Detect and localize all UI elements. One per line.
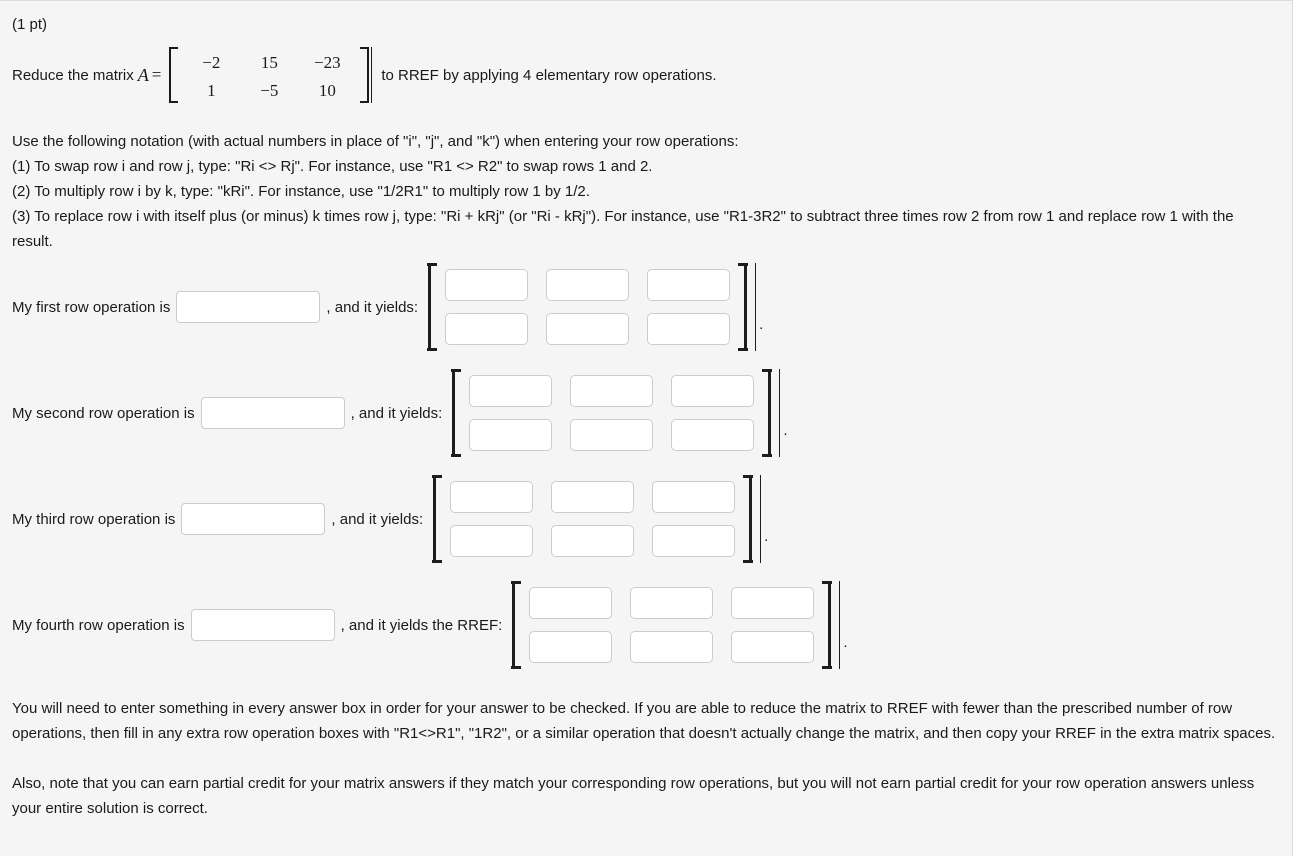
answer-matrix-right-bracket [738, 263, 749, 351]
answer-matrix-left-bracket [511, 581, 522, 669]
row-operation-1-label: My first row operation is [12, 298, 171, 316]
answer-cell-r2c1[interactable] [450, 525, 534, 557]
answer-matrix-left-bracket [427, 263, 438, 351]
notation-rule-swap: (1) To swap row i and row j, type: "Ri <… [12, 158, 653, 175]
answer-cell-r2c3[interactable] [731, 631, 815, 663]
matrix-variable-A: A [137, 64, 149, 85]
answer-cell-r2c3[interactable] [647, 313, 731, 345]
row-operation-4-label: My fourth row operation is [12, 616, 185, 634]
matrix-cell: 1 [207, 81, 216, 100]
answer-matrix-augment-bar [839, 581, 841, 669]
row-operation-2-input[interactable] [200, 397, 345, 429]
row-operation-3-input[interactable] [181, 503, 326, 535]
answer-cell-r1c1[interactable] [469, 375, 553, 407]
matrix-cell: −23 [314, 53, 341, 72]
row-operation-4-input[interactable] [190, 609, 335, 641]
row-operation-3-period: . [764, 528, 769, 545]
prompt-suffix: to RREF by applying 4 elementary row ope… [381, 66, 717, 84]
row-operation-2-matrix: . [451, 369, 787, 457]
answer-cell-r1c3[interactable] [671, 375, 755, 407]
points-label: (1 pt) [12, 16, 48, 33]
row-operation-3-matrix: . [432, 475, 768, 563]
answer-cell-r1c2[interactable] [630, 587, 714, 619]
row-operation-2-period: . [783, 422, 788, 439]
notation-rule-replace: (3) To replace row i with itself plus (o… [12, 208, 1234, 250]
answer-matrix-augment-bar [755, 263, 757, 351]
matrix-cell: 10 [318, 81, 336, 100]
answer-matrix-right-bracket [762, 369, 773, 457]
row-operation-1-matrix: . [427, 263, 763, 351]
answer-cell-r2c2[interactable] [551, 525, 635, 557]
equals-sign: = [151, 65, 162, 84]
row-operation-1-period: . [759, 316, 764, 333]
answer-matrix-cells [461, 369, 762, 457]
row-operation-1-yields-label: , and it yields: [326, 298, 419, 316]
answer-cell-r2c3[interactable] [671, 419, 755, 451]
notation-block: Use the following notation (with actual … [12, 129, 1274, 254]
row-operation-2-label: My second row operation is [12, 404, 195, 422]
matrix-A-cells: −2 15 −23 1 −5 10 [178, 47, 360, 103]
answer-matrix-cells [521, 581, 822, 669]
row-operation-4-period: . [843, 634, 848, 651]
answer-cell-r1c1[interactable] [445, 269, 529, 301]
matrix-cell: −2 [202, 53, 221, 72]
answer-matrix-right-bracket [822, 581, 833, 669]
answer-cell-r2c1[interactable] [529, 631, 613, 663]
answer-cell-r1c1[interactable] [529, 587, 613, 619]
answer-cell-r2c1[interactable] [469, 419, 553, 451]
row-operation-4-yields-label: , and it yields the RREF: [340, 616, 503, 634]
row-operation-2: My second row operation is , and it yiel… [12, 360, 1280, 466]
notation-rule-multiply: (2) To multiply row i by k, type: "kRi".… [12, 183, 590, 200]
answer-matrix-cells [442, 475, 743, 563]
row-operation-1-input[interactable] [176, 291, 321, 323]
row-operation-3: My third row operation is , and it yield… [12, 466, 1280, 572]
answer-matrix-augment-bar [760, 475, 762, 563]
answer-cell-r2c2[interactable] [630, 631, 714, 663]
matrix-right-bracket [360, 47, 370, 103]
row-operation-4: My fourth row operation is , and it yiel… [12, 572, 1280, 678]
answer-matrix-left-bracket [451, 369, 462, 457]
row-operation-2-yields-label: , and it yields: [350, 404, 443, 422]
answer-cell-r2c3[interactable] [652, 525, 736, 557]
answer-cell-r2c2[interactable] [546, 313, 630, 345]
answer-cell-r1c3[interactable] [647, 269, 731, 301]
answer-cell-r2c1[interactable] [445, 313, 529, 345]
row-operation-3-yields-label: , and it yields: [331, 510, 424, 528]
answer-cell-r1c2[interactable] [546, 269, 630, 301]
answer-cell-r1c3[interactable] [731, 587, 815, 619]
answer-matrix-cells [437, 263, 738, 351]
matrix-cell: 15 [260, 53, 278, 72]
answer-matrix-left-bracket [432, 475, 443, 563]
footnote-partial-credit: Also, note that you can earn partial cre… [12, 775, 1255, 817]
notation-intro: Use the following notation (with actual … [12, 133, 739, 150]
row-operation-3-label: My third row operation is [12, 510, 176, 528]
matrix-A: −2 15 −23 1 −5 10 [169, 47, 373, 103]
matrix-augment-bar [371, 47, 373, 103]
answer-cell-r1c1[interactable] [450, 481, 534, 513]
matrix-left-bracket [169, 47, 179, 103]
matrix-cell: −5 [260, 81, 279, 100]
answer-matrix-right-bracket [743, 475, 754, 563]
answer-cell-r1c3[interactable] [652, 481, 736, 513]
footnote-instructions: You will need to enter something in ever… [12, 700, 1276, 742]
row-operation-1: My first row operation is , and it yield… [12, 254, 1280, 360]
answer-cell-r1c2[interactable] [551, 481, 635, 513]
answer-matrix-augment-bar [779, 369, 781, 457]
answer-cell-r1c2[interactable] [570, 375, 654, 407]
problem-statement: Reduce the matrix A = −2 15 −23 1 −5 10 [12, 47, 1280, 103]
answer-cell-r2c2[interactable] [570, 419, 654, 451]
row-operation-4-matrix: . [511, 581, 847, 669]
prompt-prefix: Reduce the matrix [12, 66, 134, 84]
